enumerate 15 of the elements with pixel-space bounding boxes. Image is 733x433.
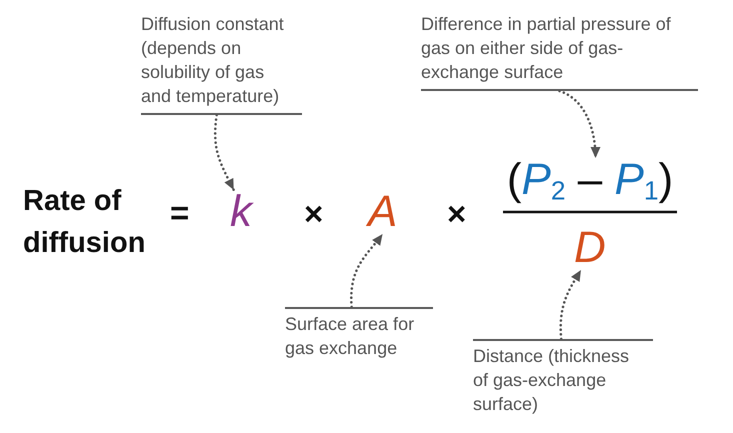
annotation-text: Surface area for gas exchange [285, 307, 433, 360]
multiplication-sign: × [447, 198, 466, 230]
multiplication-sign: × [304, 198, 324, 230]
leader-arrow [214, 114, 236, 192]
leader-arrow [559, 268, 582, 340]
leader-arrow [558, 90, 600, 160]
annotation-text: Diffusion constant (depends on solubility of gas and temperature) [141, 12, 302, 115]
variable-symbol: A [368, 190, 400, 234]
leader-arrow [350, 232, 384, 308]
variable-symbol: D [574, 226, 609, 270]
equals-sign: = [170, 197, 190, 229]
annotation-text: Difference in partial pressure of gas on either side of gas-exchange surface [421, 12, 698, 91]
variable-symbol: k [230, 190, 255, 234]
annotation-text: Distance (thickness of gas-exchange surface) [473, 339, 653, 416]
fraction-numerator: (P$_{2}$ – P$_{1}$) [498, 158, 682, 202]
